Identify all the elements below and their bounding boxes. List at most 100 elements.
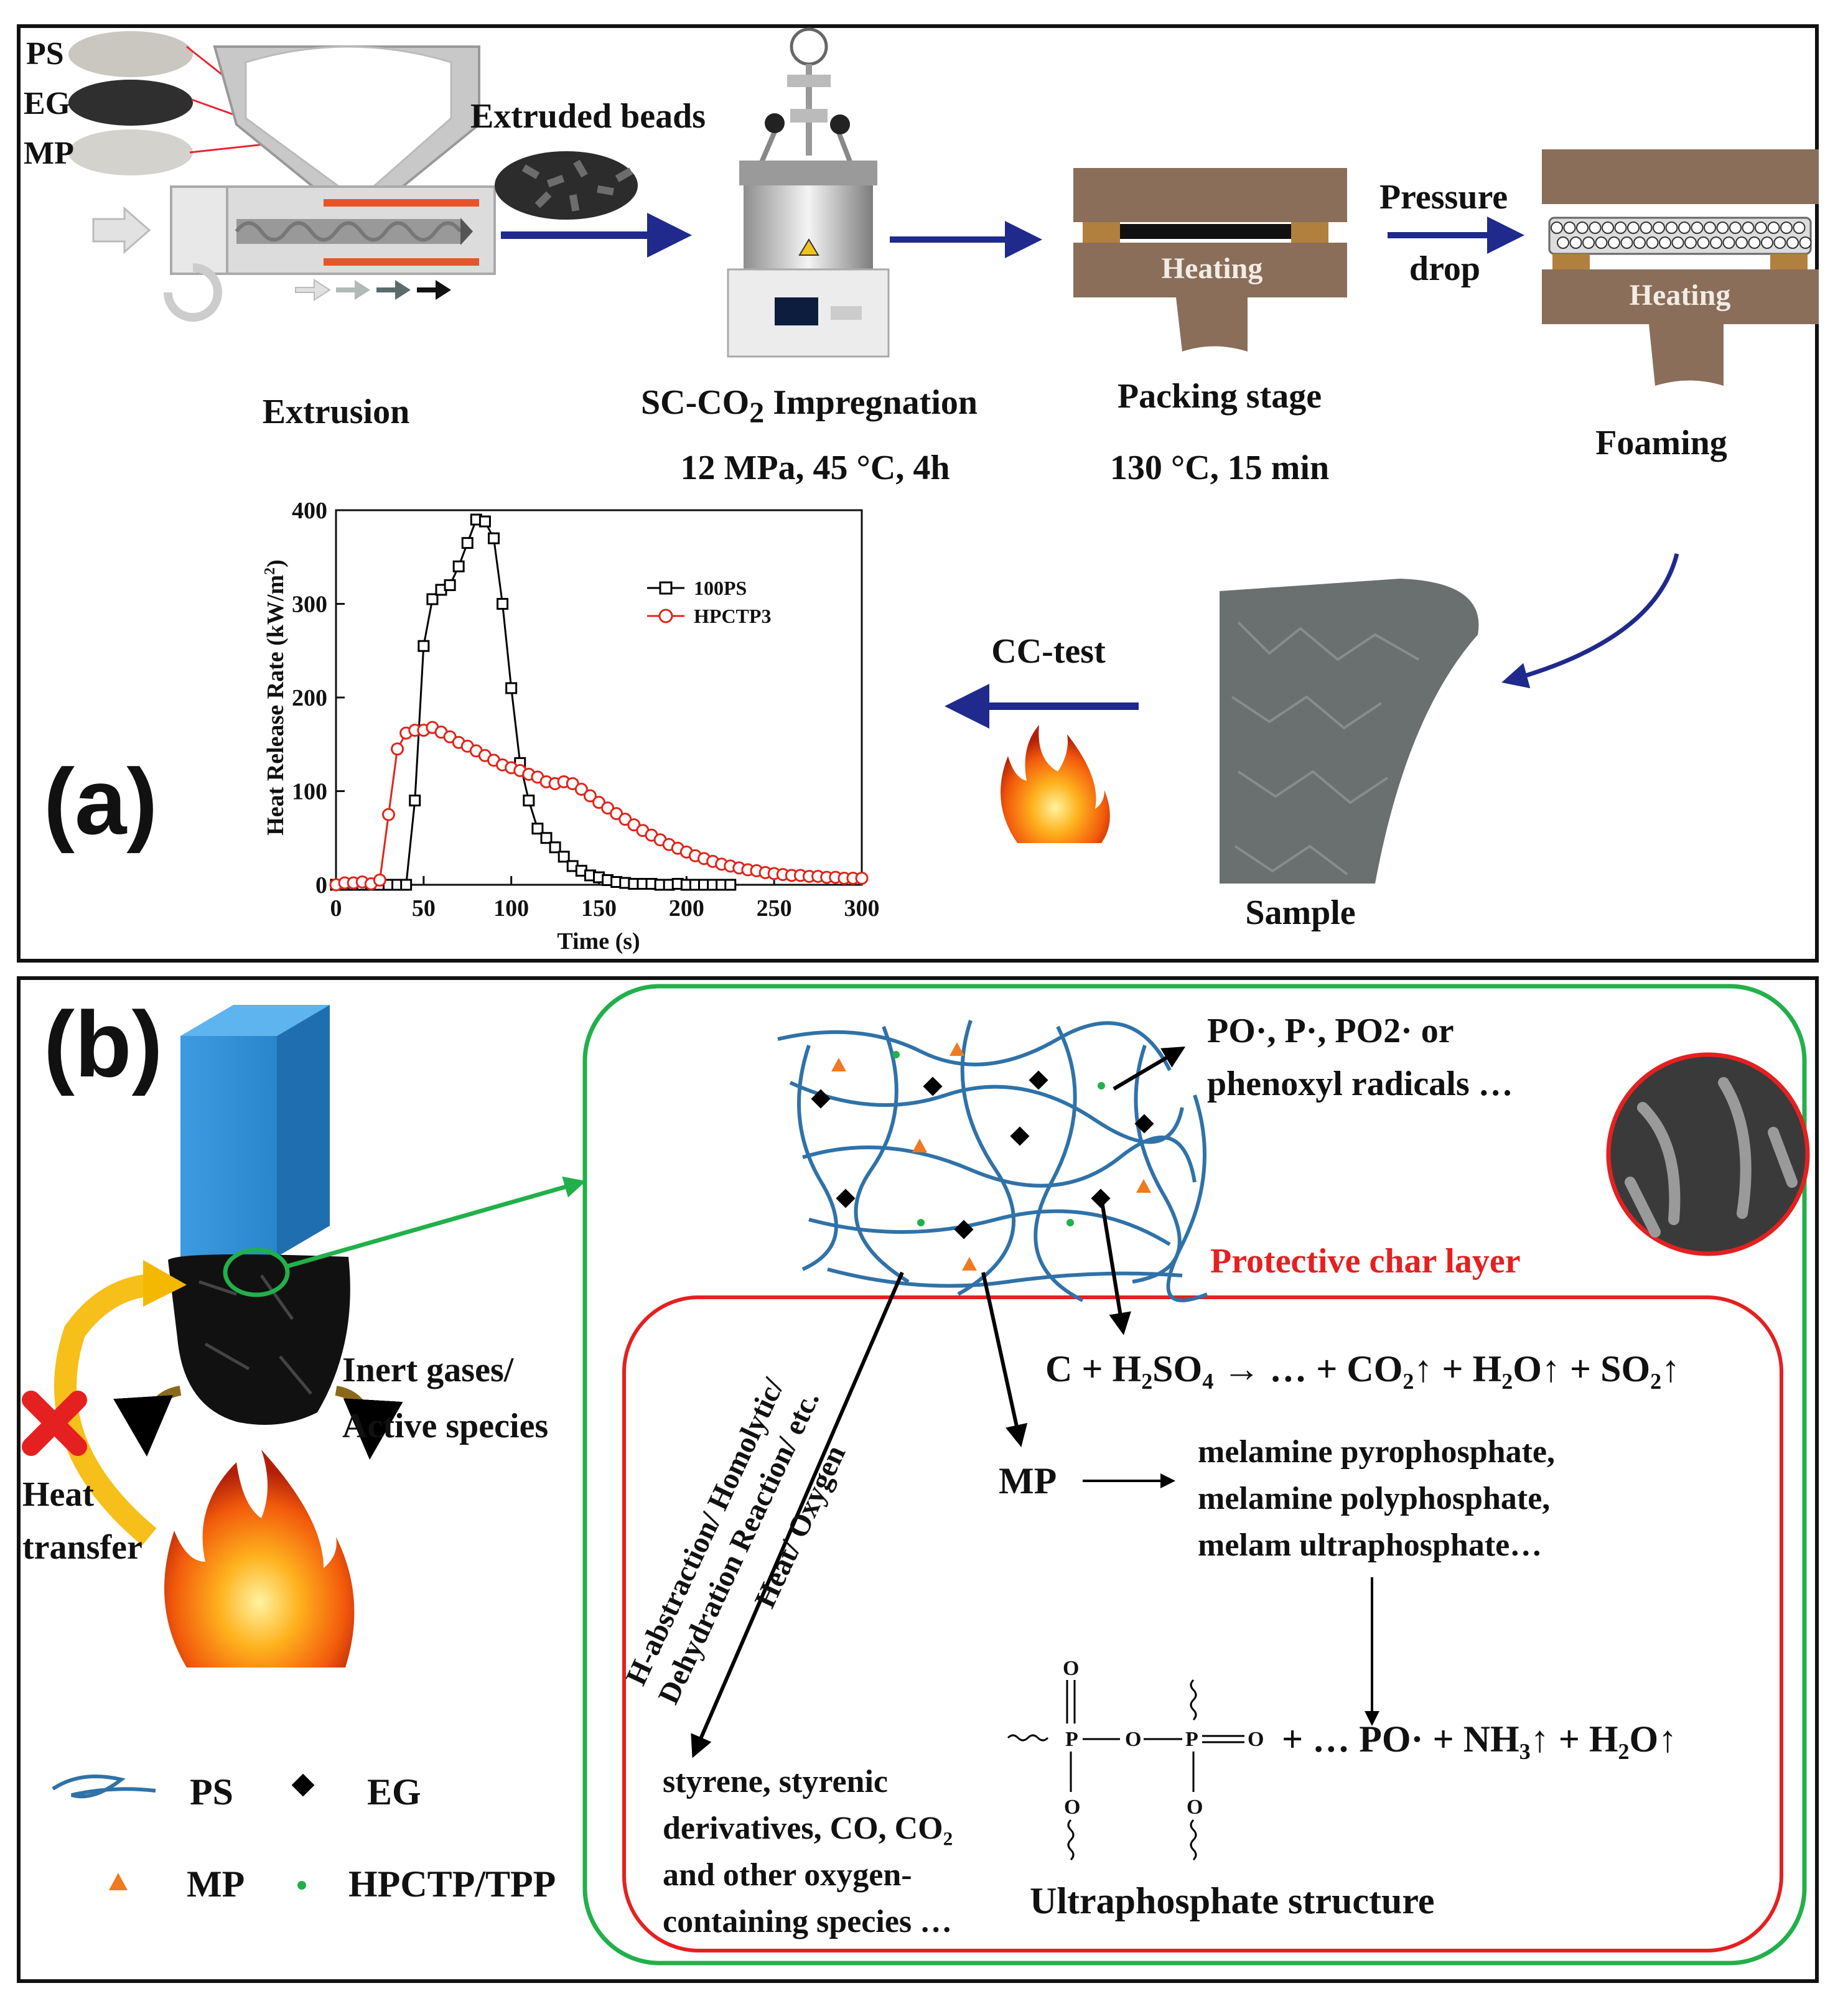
data-point-100ps <box>497 598 509 610</box>
foam-cell <box>1633 236 1646 249</box>
foam-cell <box>1551 222 1563 234</box>
legend-mp-label: MP <box>187 1864 245 1905</box>
foam-cell <box>1742 222 1755 234</box>
heat-flow-arrow-left <box>54 1274 157 1546</box>
arrow-to-char-equation <box>1099 1197 1131 1335</box>
data-point-hpctp3 <box>373 873 386 887</box>
data-point-hpctp3 <box>574 782 588 796</box>
data-point-100ps <box>488 532 500 544</box>
foam-cell <box>1748 236 1761 249</box>
material-label-eg: EG <box>24 86 70 121</box>
foam-cell <box>1653 222 1665 234</box>
x-tick-label: 300 <box>844 895 880 921</box>
sample-label: Sample <box>1245 893 1355 932</box>
struct-o-top-1: O <box>1063 1657 1079 1680</box>
x-tick-label: 100 <box>493 895 529 921</box>
foam-cell <box>1602 222 1614 234</box>
foaming-press-illustration <box>1542 149 1819 386</box>
data-point-100ps <box>523 795 535 807</box>
legend-eg-label: EG <box>367 1771 421 1812</box>
protective-char-label: Protective char layer <box>1210 1242 1521 1281</box>
ultraphosphate-label: Ultraphosphate structure <box>1030 1880 1435 1921</box>
struct-p-1: P <box>1065 1728 1078 1751</box>
foam-cell <box>1557 236 1569 249</box>
foam-cell <box>1671 236 1684 249</box>
bead-texture <box>521 159 633 212</box>
data-point-hpctp3 <box>583 789 597 803</box>
ultraphosphate-equation: + … PO· + NH₃↑ + H₂O↑ <box>1282 1719 1677 1760</box>
struct-o-bottom-2: O <box>1187 1796 1203 1819</box>
foam-cell <box>1627 222 1640 234</box>
foam-cell <box>1646 236 1659 249</box>
data-point-100ps <box>540 832 553 844</box>
data-point-100ps <box>409 795 421 807</box>
heat-label: Heat <box>22 1475 94 1514</box>
x-tick-label: 200 <box>669 895 704 921</box>
mp-product-1: melamine pyrophosphate, <box>1198 1434 1555 1470</box>
data-point-100ps <box>426 593 439 605</box>
active-species-label: Active species <box>342 1407 548 1445</box>
packing-conditions: 130 °C, 15 min <box>1110 449 1329 487</box>
extruded-beads-label: Extruded beads <box>470 97 706 136</box>
radicals-line-2: phenoxyl radicals … <box>1207 1065 1513 1103</box>
foam-cell <box>1704 222 1716 234</box>
foaming-label: Foaming <box>1595 424 1727 462</box>
extrusion-label: Extrusion <box>263 393 410 431</box>
data-point-100ps <box>558 851 570 863</box>
panel-b-legend: PS EG MP HPCTP/TPP <box>52 1771 556 1905</box>
mp-product-3: melam ultraphosphate… <box>1198 1528 1542 1563</box>
foam-cell <box>1620 236 1633 249</box>
network-eg-particles <box>811 1070 1154 1239</box>
foam-cell <box>1614 222 1627 234</box>
foam-cell <box>1735 236 1748 249</box>
eg-powder-swatch <box>68 80 193 126</box>
legend-label-100ps: 100PS <box>694 577 747 599</box>
legend-eg-symbol <box>291 1773 315 1797</box>
legend-label-hpctp3: HPCTP3 <box>694 605 771 627</box>
arrow-to-mp <box>981 1272 1028 1447</box>
burning-block-illustration <box>168 1005 350 1425</box>
char-oxidation-equation: C + H₂SO₄ → … + CO₂↑ + H₂O↑ + SO₂↑ <box>1045 1348 1680 1389</box>
data-point-100ps <box>724 879 737 891</box>
legend-marker-100ps <box>659 581 673 595</box>
material-swatches: PS EG MP <box>24 31 306 175</box>
sample-photo <box>1220 579 1479 884</box>
product-line-2: derivatives, CO, CO₂ <box>663 1811 953 1846</box>
material-label-mp: MP <box>24 136 74 171</box>
foam-cell <box>1793 222 1806 234</box>
data-point-100ps <box>452 560 465 572</box>
ps-powder-swatch <box>68 31 193 77</box>
struct-o-bridge: O <box>1125 1728 1141 1751</box>
gas-flow-arrow-right <box>335 1386 403 1460</box>
foam-cell <box>1761 236 1773 249</box>
foam-cell <box>1608 236 1620 249</box>
legend-mp-symbol <box>109 1873 128 1890</box>
foam-cell <box>1678 222 1691 234</box>
foam-cell <box>1659 236 1671 249</box>
foam-cell <box>1780 222 1793 234</box>
packing-heating-label: Heating <box>1162 252 1263 285</box>
transfer-label: transfer <box>22 1528 142 1567</box>
foam-cell <box>1589 222 1602 234</box>
drop-label: drop <box>1409 250 1480 288</box>
zoom-arrow <box>287 1176 586 1269</box>
foam-cell <box>1799 236 1812 249</box>
y-tick-label: 200 <box>292 685 327 711</box>
inert-gases-label: Inert gases/ <box>342 1351 515 1389</box>
data-point-100ps <box>505 682 518 694</box>
foam-cell <box>1767 222 1780 234</box>
packing-stage-label: Packing stage <box>1118 377 1322 416</box>
mp-label: MP <box>999 1460 1057 1501</box>
foam-cell <box>1755 222 1767 234</box>
zoom-circle <box>223 1248 290 1297</box>
network-mp-particles <box>831 1042 1151 1271</box>
material-label-ps: PS <box>26 36 64 72</box>
foam-cell <box>1582 236 1595 249</box>
struct-o-bottom-1: O <box>1064 1796 1080 1819</box>
data-point-100ps <box>549 841 561 854</box>
legend-hpctp-symbol <box>297 1881 306 1890</box>
struct-p-2: P <box>1185 1728 1198 1751</box>
legend-hpctp-label: HPCTP/TPP <box>348 1864 556 1905</box>
